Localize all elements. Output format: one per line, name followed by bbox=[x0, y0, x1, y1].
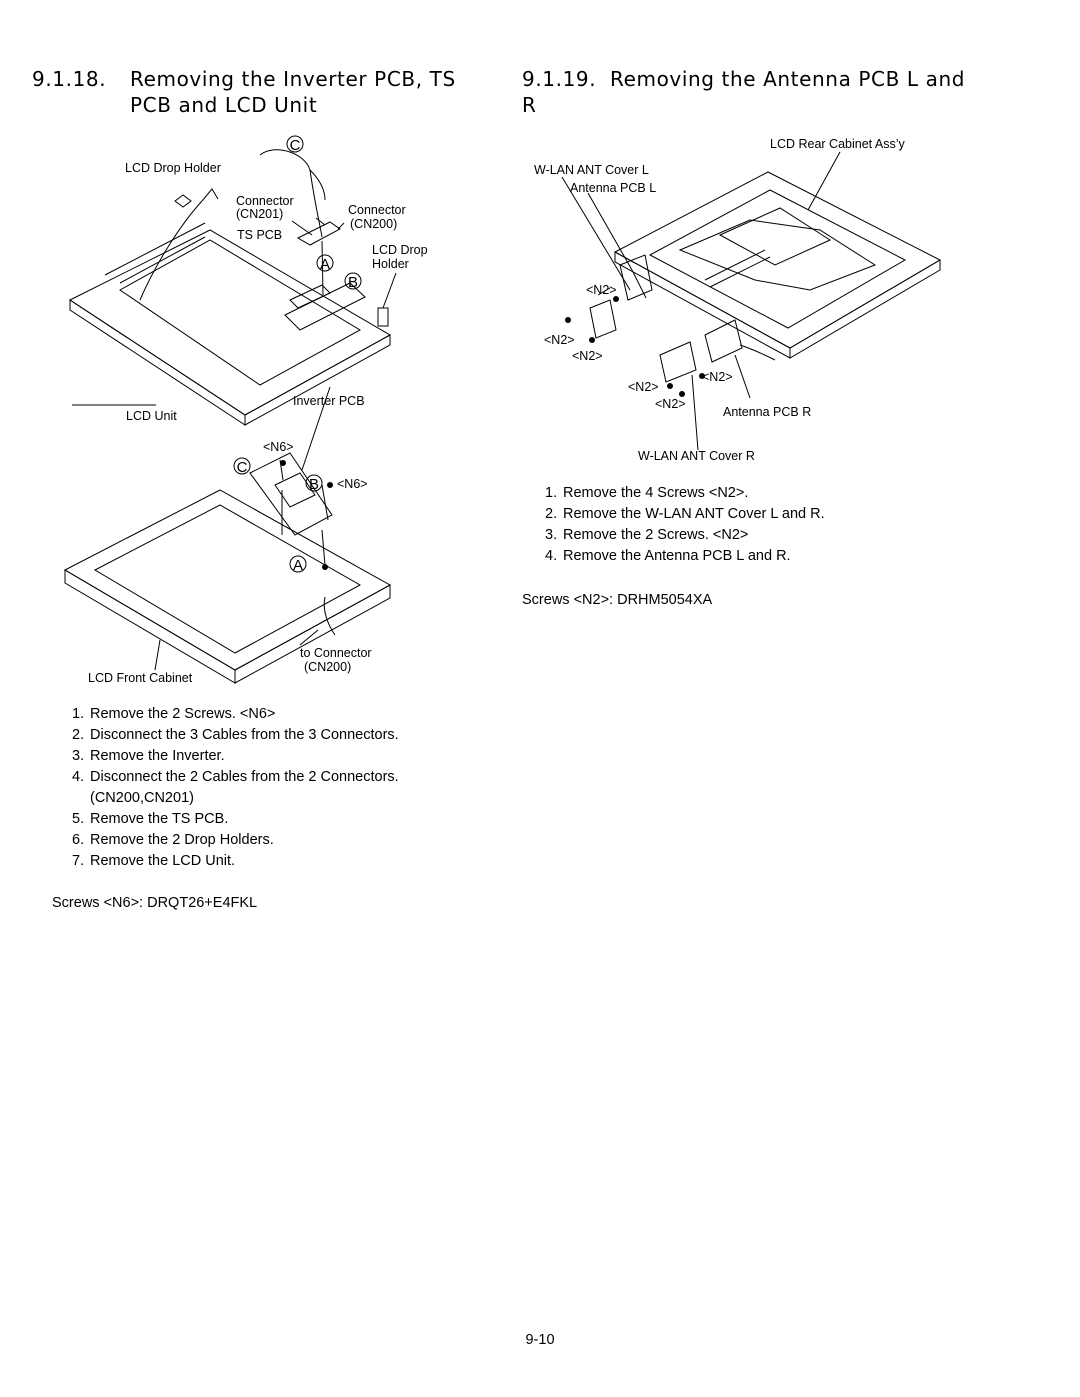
antenna-pcb-r-shape bbox=[704, 319, 743, 363]
list-item: 6.Remove the 2 Drop Holders. bbox=[72, 832, 274, 848]
section-title-line2: PCB and LCD Unit bbox=[130, 93, 318, 117]
label-to-cn200: (CN200) bbox=[304, 660, 351, 674]
lcd-unit-outline bbox=[68, 229, 392, 416]
label-n2-5: <N2> bbox=[628, 380, 659, 394]
list-item: 1.Remove the 4 Screws <N2>. bbox=[545, 485, 749, 501]
list-item: 1.Remove the 2 Screws. <N6> bbox=[72, 706, 276, 722]
section-title-line1: Removing the Inverter PCB, TS bbox=[130, 67, 456, 91]
wlan-cover-l-shape bbox=[589, 299, 617, 339]
list-item: 3.Remove the 2 Screws. <N2> bbox=[545, 527, 749, 543]
antenna-pcb-l-shape bbox=[619, 254, 653, 301]
list-item: 5.Remove the TS PCB. bbox=[72, 811, 229, 827]
list-item: 4.Disconnect the 2 Cables from the 2 Con… bbox=[72, 769, 399, 806]
label-n2-2: <N2> bbox=[544, 333, 575, 347]
label-n2-4: <N2> bbox=[702, 370, 733, 384]
left-steps-list: 1.Remove the 2 Screws. <N6> 2.Disconnect… bbox=[72, 704, 492, 872]
section-title-line2: R bbox=[522, 93, 537, 117]
label-connector-cn201: Connector bbox=[236, 194, 294, 208]
label-n6-a: <N6> bbox=[263, 440, 294, 454]
label-n2-6: <N2> bbox=[655, 397, 686, 411]
label-c-top: C bbox=[290, 137, 301, 154]
section-heading-9-1-18: 9.1.18. Removing the Inverter PCB, TS PCB… bbox=[32, 66, 472, 118]
label-connector-cn200: Connector bbox=[348, 203, 406, 217]
list-item: 2.Disconnect the 3 Cables from the 3 Con… bbox=[72, 727, 399, 743]
label-to-connector: to Connector bbox=[300, 646, 372, 660]
list-item: 4.Remove the Antenna PCB L and R. bbox=[545, 548, 791, 564]
left-screws-spec: Screws <N6>: DRQT26+E4FKL bbox=[52, 895, 258, 911]
label-n2-3: <N2> bbox=[572, 349, 603, 363]
label-lcd-rear-cabinet: LCD Rear Cabinet Ass’y bbox=[770, 137, 906, 151]
label-wlan-cover-r: W-LAN ANT Cover R bbox=[638, 449, 755, 463]
lcd-rear-cabinet-outline bbox=[613, 171, 942, 349]
section-title-line1: Removing the Antenna PCB L and bbox=[610, 67, 966, 91]
label-b-bottom: B bbox=[309, 476, 319, 493]
label-lcd-drop-holder-right-1: LCD Drop bbox=[372, 243, 428, 257]
page-number: 9-10 bbox=[525, 1332, 555, 1348]
label-ts-pcb: TS PCB bbox=[237, 228, 282, 242]
antenna-pcb-disassembly-figure: LCD Rear Cabinet Ass’y W-LAN ANT Cover L… bbox=[534, 137, 942, 463]
section-number: 9.1.18. bbox=[32, 67, 107, 91]
lcd-unit-disassembly-figure: C A B C B A LCD Drop Holder Connector (C… bbox=[63, 135, 428, 685]
ts-pcb-shape bbox=[296, 221, 341, 246]
right-steps-list: 1.Remove the 4 Screws <N2>. 2.Remove the… bbox=[545, 483, 965, 567]
label-cn201: (CN201) bbox=[236, 207, 283, 221]
list-item: 3.Remove the Inverter. bbox=[72, 748, 225, 764]
label-cn200: (CN200) bbox=[350, 217, 397, 231]
label-n6-b: <N6> bbox=[337, 477, 368, 491]
section-number: 9.1.19. bbox=[522, 67, 597, 91]
wlan-cover-r-shape bbox=[659, 341, 697, 383]
label-b-top: B bbox=[348, 274, 358, 291]
lcd-front-cabinet-outline bbox=[63, 489, 392, 671]
label-lcd-unit: LCD Unit bbox=[126, 409, 177, 423]
right-screws-spec: Screws <N2>: DRHM5054XA bbox=[522, 592, 713, 608]
label-inverter-pcb: Inverter PCB bbox=[293, 394, 365, 408]
label-antenna-pcb-l: Antenna PCB L bbox=[570, 181, 656, 195]
section-heading-9-1-19: 9.1.19. Removing the Antenna PCB L and R bbox=[522, 66, 1062, 118]
list-item: 2.Remove the W-LAN ANT Cover L and R. bbox=[545, 506, 825, 522]
label-a-top: A bbox=[320, 256, 330, 273]
label-lcd-front-cabinet: LCD Front Cabinet bbox=[88, 671, 193, 685]
label-antenna-pcb-r: Antenna PCB R bbox=[723, 405, 811, 419]
label-a-bottom: A bbox=[293, 557, 303, 574]
label-n2-1: <N2> bbox=[586, 283, 617, 297]
label-wlan-cover-l: W-LAN ANT Cover L bbox=[534, 163, 649, 177]
label-lcd-drop-holder-right-2: Holder bbox=[372, 257, 409, 271]
label-c-bottom: C bbox=[237, 459, 248, 476]
label-lcd-drop-holder: LCD Drop Holder bbox=[125, 161, 221, 175]
list-item: 7.Remove the LCD Unit. bbox=[72, 853, 236, 869]
inverter-pcb-shape bbox=[249, 452, 333, 536]
